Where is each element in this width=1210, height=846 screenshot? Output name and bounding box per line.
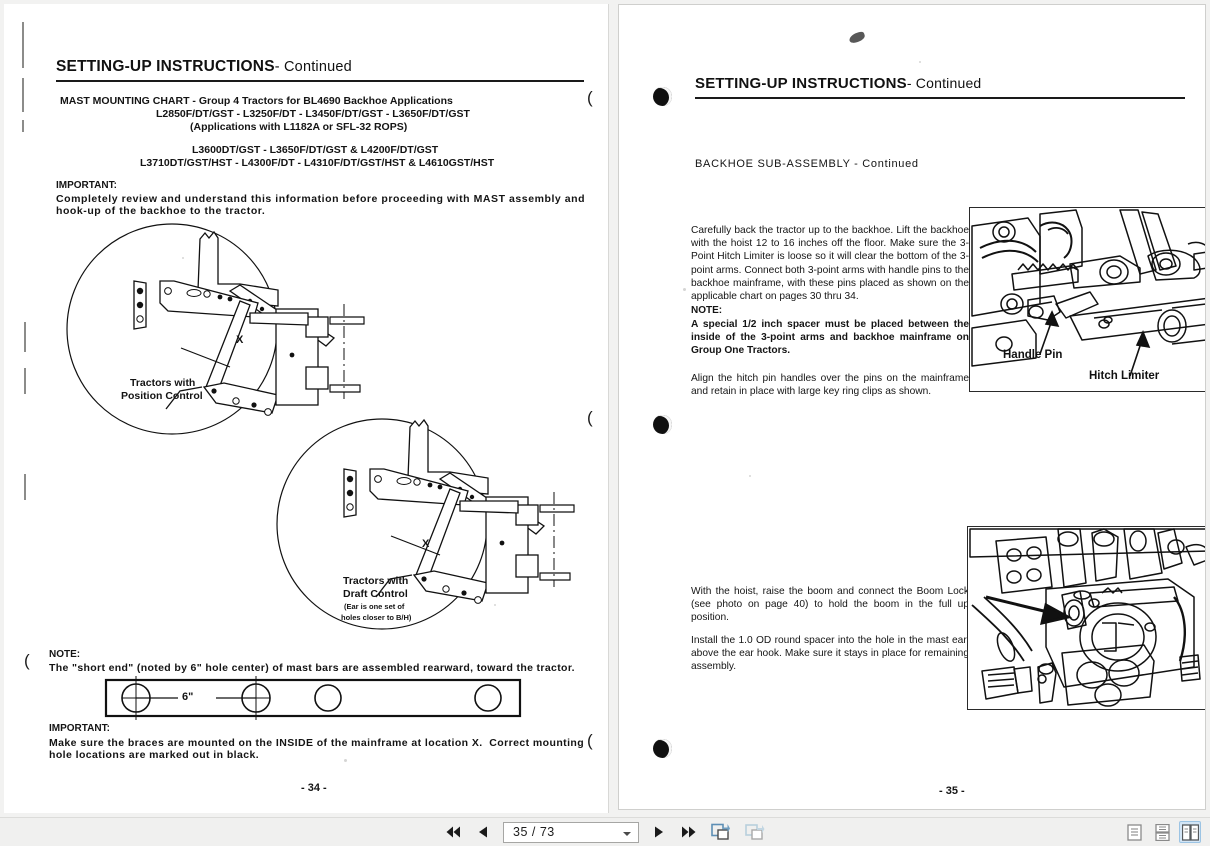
continuous-page-icon [1154,823,1170,841]
paragraph-round-spacer: Install the 1.0 OD round spacer into the… [691,635,969,673]
mast-diagram-position-control [66,223,365,435]
photo-label-hitch-limiter: Hitch Limiter [1089,370,1160,382]
header-rule [56,80,584,82]
note-label: NOTE: [691,305,723,316]
scan-artifact-blob: ( [24,651,30,670]
note-line1: The "short end" (noted by 6" hole center… [49,662,575,674]
fit-width-button[interactable] [709,822,733,843]
mast-chart-title-line5: L3710DT/GST/HST - L4300F/DT - L4310F/DT/… [140,157,495,169]
view-single-page-button[interactable] [1123,821,1145,843]
document-page-left[interactable]: ( ( ( ( SETTING-UP INSTRUCTIONS- Continu… [4,4,609,813]
document-viewport[interactable]: ( ( ( ( SETTING-UP INSTRUCTIONS- Continu… [0,0,1210,817]
photo-label-handle-pin: Handle Pin [1003,349,1063,361]
diagram-bottom-caption-line1: Tractors with [343,575,409,587]
important-top-line1: Completely review and understand this in… [56,193,586,205]
page-navigation-group: 35 / 73 [0,821,1210,843]
scan-artifact-edge [22,120,24,132]
next-page-button[interactable] [649,822,669,843]
view-continuous-button[interactable] [1151,821,1173,843]
view-two-page-button[interactable] [1179,821,1201,843]
last-page-icon [682,826,696,838]
scan-artifact-edge [24,368,26,394]
section-title: BACKHOE SUB-ASSEMBLY - Continued [695,158,919,170]
paragraph-boom-lock: With the hoist, raise the boom and conne… [691,586,969,624]
two-page-icon [1181,823,1199,841]
mast-diagram-draft-control [276,418,575,630]
diagram-bottom-caption-line3: (Ear is one set of [344,602,405,611]
scan-artifact-blob: ( [587,731,593,750]
previous-page-button[interactable] [473,822,493,843]
scan-artifact-edge [22,22,24,68]
page-title: SETTING-UP INSTRUCTIONS- Continued [56,58,352,76]
important-top-label: IMPORTANT: [56,180,117,191]
single-page-icon [1126,823,1142,841]
scan-speck [749,475,751,477]
diagram-top-caption-line2: Position Control [121,390,203,402]
fit-width-icon [711,823,730,840]
important-bottom-line2: hole locations are marked out in black. [49,749,260,761]
note-spacer-text: A special 1/2 inch spacer must be placed… [691,319,969,357]
page-footer-number: - 35 - [939,785,965,797]
photo-handle-pin-hitch-limiter: Handle Pin Hitch Limiter [969,207,1205,392]
diagram-bottom-caption-line2: Draft Control [343,588,408,600]
chevron-left-icon [479,826,487,838]
photo-boom-lock-spacer [967,526,1205,710]
important-bottom-line1: Make sure the braces are mounted on the … [49,737,585,749]
scan-speck [494,604,496,606]
last-page-button[interactable] [679,822,699,843]
scan-artifact-smudge [848,30,866,45]
paragraph-hitch-pin-align: Align the hitch pin handles over the pin… [691,373,969,398]
photo-bottom-linework [968,527,1205,709]
binder-hole [649,739,672,758]
fit-page-icon [745,824,765,840]
paragraph-backhoe-hookup: Carefully back the tractor up to the bac… [691,225,969,303]
chevron-down-icon [623,831,631,836]
view-mode-group [1123,821,1201,843]
page-number-value: 35 / 73 [513,825,555,839]
scan-speck [919,61,921,63]
scan-speck [182,257,184,259]
mast-bar-figure [104,676,522,720]
page-title-continued: - Continued [906,75,982,91]
first-page-button[interactable] [443,822,463,843]
diagram-top-callout-x: X [236,334,244,346]
mast-chart-title-line1: MAST MOUNTING CHART - Group 4 Tractors f… [60,95,453,107]
first-page-icon [446,826,460,838]
scan-artifact-edge [24,474,26,500]
photo-top-linework [970,208,1205,391]
scan-speck [683,288,686,291]
scan-artifact-blob: ( [587,88,593,107]
scan-artifact-blob: ( [587,408,593,427]
scan-speck [254,99,256,101]
page-title-main: SETTING-UP INSTRUCTIONS [695,75,907,92]
scan-artifact-edge [22,78,24,112]
binder-hole [649,87,672,106]
viewer-toolbar: 35 / 73 [0,817,1210,846]
note-label: NOTE: [49,649,81,660]
scan-speck [344,759,347,762]
diagram-top-caption-line1: Tractors with [130,377,196,389]
mast-bar-dimension: 6" [182,691,194,703]
page-number-select[interactable]: 35 / 73 [503,821,639,843]
fit-page-button[interactable] [743,822,767,843]
page-footer-number: - 34 - [301,782,327,794]
binder-hole [649,415,672,434]
diagram-bottom-callout-x: X [422,538,430,550]
mast-chart-title-line4: L3600DT/GST - L3650F/DT/GST & L4200F/DT/… [192,144,439,156]
mast-chart-title-line3: (Applications with L1182A or SFL-32 ROPS… [190,121,408,133]
page-title-continued: - Continued [274,59,352,75]
diagram-bottom-caption-line4: holes closer to B/H) [341,613,412,622]
chevron-right-icon [655,826,663,838]
page-title: SETTING-UP INSTRUCTIONS- Continued [695,75,981,92]
scan-artifact-edge [24,322,26,352]
mast-chart-title-line2: L2850F/DT/GST - L3250F/DT - L3450F/DT/GS… [156,108,470,120]
document-page-right[interactable]: SETTING-UP INSTRUCTIONS- Continued BACKH… [618,4,1206,810]
header-rule [695,97,1185,99]
important-bottom-label: IMPORTANT: [49,723,110,734]
important-top-line2: hook-up of the backhoe to the tractor. [56,205,266,217]
page-title-main: SETTING-UP INSTRUCTIONS [56,58,275,75]
